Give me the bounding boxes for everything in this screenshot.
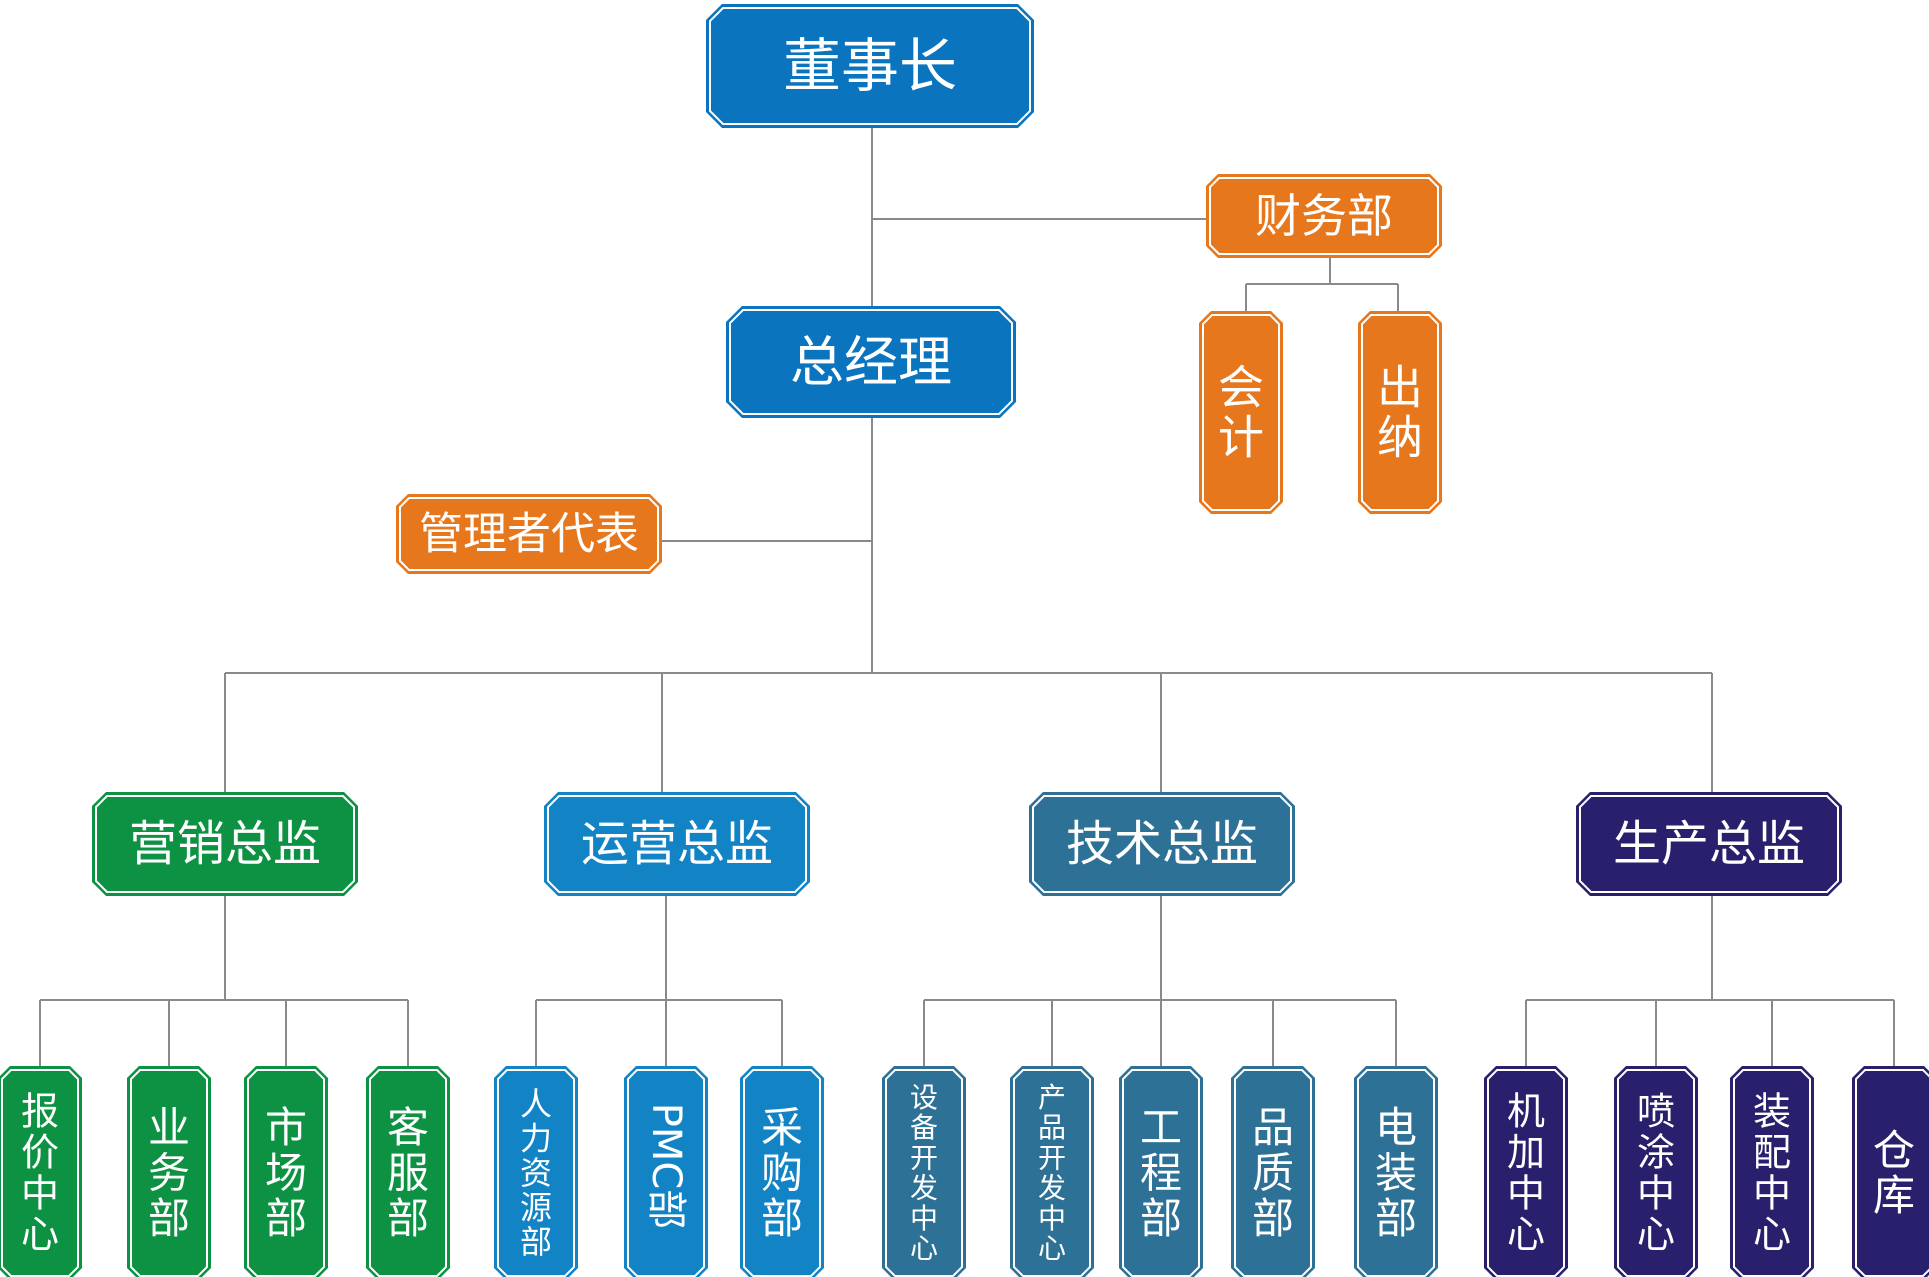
finance-box-label: 财务部 bbox=[1255, 189, 1393, 243]
dept-box-0-1-label: 业务部 bbox=[148, 1103, 190, 1243]
dept-box-3-2: 装配中心 bbox=[1730, 1066, 1814, 1277]
dept-box-0-2-label: 市场部 bbox=[265, 1103, 307, 1243]
dept-box-1-0: 人力资源部 bbox=[494, 1066, 578, 1277]
dept-box-2-4-label: 电装部 bbox=[1375, 1103, 1417, 1243]
chairman-box-label: 董事长 bbox=[783, 32, 957, 100]
chairman-box: 董事长 bbox=[706, 4, 1034, 128]
director-box-0-label: 营销总监 bbox=[129, 816, 321, 872]
dept-box-2-3: 品质部 bbox=[1231, 1066, 1315, 1277]
dept-box-2-3-label: 品质部 bbox=[1252, 1103, 1294, 1243]
dept-box-0-2: 市场部 bbox=[244, 1066, 328, 1277]
dept-box-3-3: 仓库 bbox=[1852, 1066, 1929, 1277]
director-box-3-label: 生产总监 bbox=[1613, 816, 1805, 872]
dept-box-2-2: 工程部 bbox=[1119, 1066, 1203, 1277]
director-box-3: 生产总监 bbox=[1576, 792, 1842, 896]
dept-box-3-1-label: 喷涂中心 bbox=[1637, 1089, 1675, 1256]
dept-box-3-1: 喷涂中心 bbox=[1614, 1066, 1698, 1277]
connector-lines bbox=[39, 128, 1895, 1066]
rep-box-label: 管理者代表 bbox=[419, 509, 639, 560]
dept-box-2-0: 设备开发中心 bbox=[882, 1066, 966, 1277]
dept-box-1-1: PMC部 bbox=[624, 1066, 708, 1277]
dept-box-1-0-label: 人力资源部 bbox=[520, 1085, 552, 1261]
dept-box-1-1-label: PMC部 bbox=[643, 1103, 689, 1230]
dept-box-1-2: 采购部 bbox=[740, 1066, 824, 1277]
finance-box: 财务部 bbox=[1206, 174, 1442, 258]
dept-box-3-3-label: 仓库 bbox=[1873, 1126, 1915, 1220]
dept-box-2-4: 电装部 bbox=[1354, 1066, 1438, 1277]
finance-child-cashier-label: 出纳 bbox=[1377, 361, 1423, 465]
dept-box-3-2-label: 装配中心 bbox=[1753, 1089, 1791, 1256]
dept-box-0-0: 报价中心 bbox=[0, 1066, 82, 1277]
gm-box-label: 总经理 bbox=[790, 331, 952, 394]
director-box-0: 营销总监 bbox=[92, 792, 358, 896]
dept-box-2-1: 产品开发中心 bbox=[1010, 1066, 1094, 1277]
dept-box-2-2-label: 工程部 bbox=[1140, 1103, 1182, 1243]
director-box-2: 技术总监 bbox=[1029, 792, 1295, 896]
director-box-2-label: 技术总监 bbox=[1066, 816, 1258, 872]
director-box-1: 运营总监 bbox=[544, 792, 810, 896]
finance-child-accounting: 会计 bbox=[1199, 311, 1283, 514]
dept-box-0-0-label: 报价中心 bbox=[21, 1089, 59, 1256]
dept-box-3-0-label: 机加中心 bbox=[1507, 1089, 1545, 1256]
rep-box: 管理者代表 bbox=[396, 494, 662, 574]
dept-box-2-0-label: 设备开发中心 bbox=[910, 1081, 938, 1265]
director-box-1-label: 运营总监 bbox=[581, 816, 773, 872]
dept-box-1-2-label: 采购部 bbox=[761, 1103, 803, 1243]
dept-box-0-1: 业务部 bbox=[127, 1066, 211, 1277]
dept-box-3-0: 机加中心 bbox=[1484, 1066, 1568, 1277]
dept-box-0-3: 客服部 bbox=[366, 1066, 450, 1277]
finance-child-accounting-label: 会计 bbox=[1218, 361, 1264, 465]
gm-box: 总经理 bbox=[726, 306, 1016, 418]
finance-child-cashier: 出纳 bbox=[1358, 311, 1442, 514]
dept-box-0-3-label: 客服部 bbox=[387, 1103, 429, 1243]
dept-box-2-1-label: 产品开发中心 bbox=[1038, 1081, 1066, 1265]
